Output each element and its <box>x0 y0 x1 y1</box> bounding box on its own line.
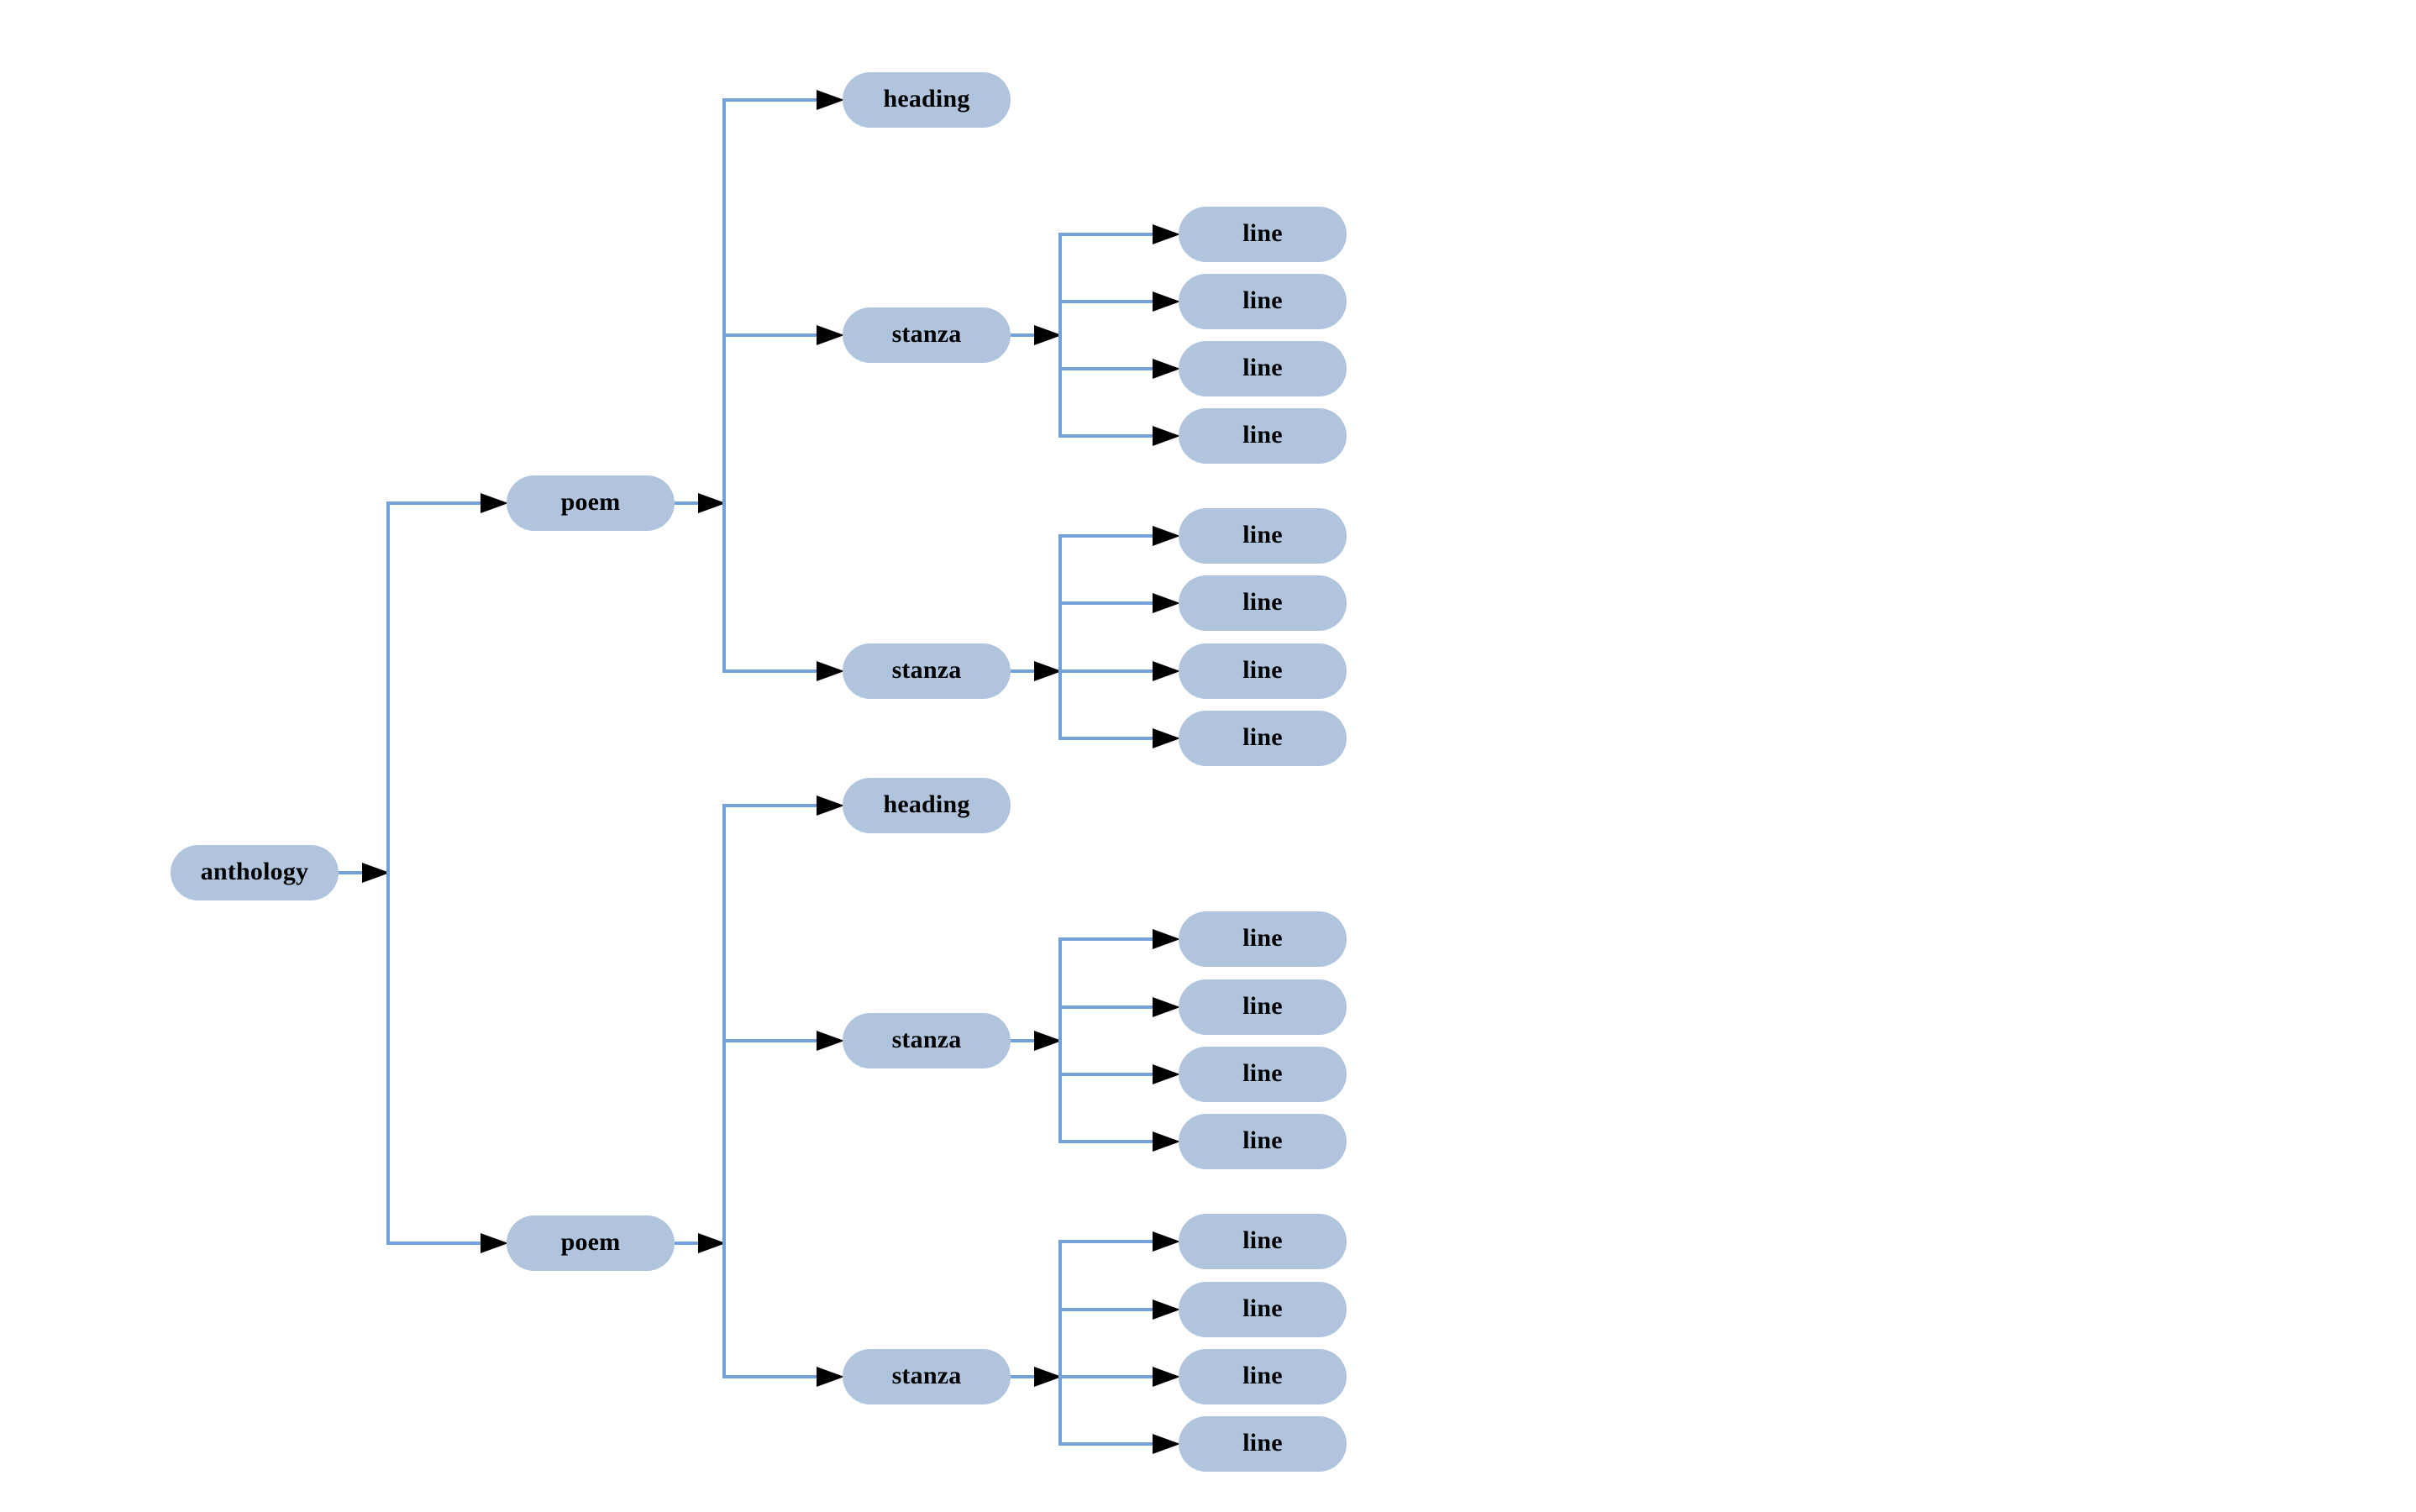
arrowhead-icon <box>1153 997 1180 1017</box>
node-line-5: line <box>1179 508 1347 564</box>
node-label: heading <box>883 85 970 113</box>
node-label: poem <box>560 1228 621 1256</box>
node-label: stanza <box>891 320 962 348</box>
node-stanza-1: stanza <box>843 307 1011 363</box>
arrowhead-icon <box>817 90 844 110</box>
node-line-7: line <box>1179 643 1347 699</box>
node-line-10: line <box>1179 979 1347 1035</box>
node-label: stanza <box>891 1026 962 1053</box>
node-label: line <box>1242 1362 1283 1389</box>
node-line-13: line <box>1179 1214 1347 1269</box>
arrowhead-icon <box>1153 526 1180 546</box>
node-label: line <box>1242 723 1283 751</box>
node-label: line <box>1242 924 1283 952</box>
arrowhead-icon <box>1153 1299 1180 1320</box>
node-label: poem <box>560 488 621 516</box>
node-stanza-3: stanza <box>843 1013 1011 1068</box>
node-stanza-2: stanza <box>843 643 1011 699</box>
node-label: line <box>1242 656 1283 684</box>
node-label: line <box>1242 1294 1283 1322</box>
node-label: line <box>1242 992 1283 1020</box>
node-label: line <box>1242 1126 1283 1154</box>
arrowhead-icon <box>817 795 844 816</box>
node-line-1: line <box>1179 207 1347 262</box>
arrowhead-icon <box>1153 291 1180 312</box>
node-heading-1: heading <box>843 72 1011 128</box>
node-line-9: line <box>1179 911 1347 967</box>
arrowhead-icon <box>1034 325 1062 345</box>
node-line-4: line <box>1179 408 1347 464</box>
node-label: line <box>1242 1429 1283 1457</box>
node-line-16: line <box>1179 1416 1347 1472</box>
node-stanza-4: stanza <box>843 1349 1011 1404</box>
arrowhead-icon <box>1153 661 1180 681</box>
node-label: line <box>1242 588 1283 616</box>
node-label: stanza <box>891 656 962 684</box>
arrowhead-icon <box>817 1031 844 1051</box>
node-label: line <box>1242 219 1283 247</box>
arrowhead-icon <box>817 325 844 345</box>
arrowhead-icon <box>1153 728 1180 748</box>
arrowhead-icon <box>1034 1367 1062 1387</box>
node-label: heading <box>883 790 970 818</box>
node-line-3: line <box>1179 341 1347 396</box>
node-line-12: line <box>1179 1114 1347 1169</box>
node-label: stanza <box>891 1362 962 1389</box>
node-line-14: line <box>1179 1282 1347 1337</box>
arrowhead-icon <box>1153 593 1180 613</box>
arrowhead-icon <box>698 493 726 513</box>
arrowhead-icon <box>362 863 390 883</box>
node-label: line <box>1242 421 1283 449</box>
arrowhead-icon <box>817 1367 844 1387</box>
arrowhead-icon <box>1153 224 1180 244</box>
node-line-11: line <box>1179 1047 1347 1102</box>
arrowhead-icon <box>1153 1231 1180 1252</box>
arrowhead-icon <box>1153 1131 1180 1152</box>
arrowhead-icon <box>481 1233 508 1253</box>
arrowhead-icon <box>1153 929 1180 949</box>
arrowhead-icon <box>1153 1064 1180 1084</box>
arrowhead-icon <box>1153 1367 1180 1387</box>
node-line-15: line <box>1179 1349 1347 1404</box>
node-anthology: anthology <box>171 845 339 900</box>
node-label: line <box>1242 521 1283 549</box>
node-label: line <box>1242 286 1283 314</box>
arrowhead-icon <box>1153 426 1180 446</box>
node-label: line <box>1242 354 1283 381</box>
arrowhead-icon <box>817 661 844 681</box>
arrowhead-icon <box>481 493 508 513</box>
arrowhead-icon <box>1034 1031 1062 1051</box>
arrowhead-icon <box>1153 359 1180 379</box>
node-line-8: line <box>1179 711 1347 766</box>
arrowhead-icon <box>698 1233 726 1253</box>
node-heading-2: heading <box>843 778 1011 833</box>
arrowhead-icon <box>1153 1434 1180 1454</box>
arrowhead-icon <box>1034 661 1062 681</box>
node-label: anthology <box>200 858 309 885</box>
node-label: line <box>1242 1059 1283 1087</box>
node-poem-1: poem <box>507 475 675 531</box>
node-label: line <box>1242 1226 1283 1254</box>
node-poem-2: poem <box>507 1215 675 1271</box>
node-line-6: line <box>1179 575 1347 631</box>
node-line-2: line <box>1179 274 1347 329</box>
